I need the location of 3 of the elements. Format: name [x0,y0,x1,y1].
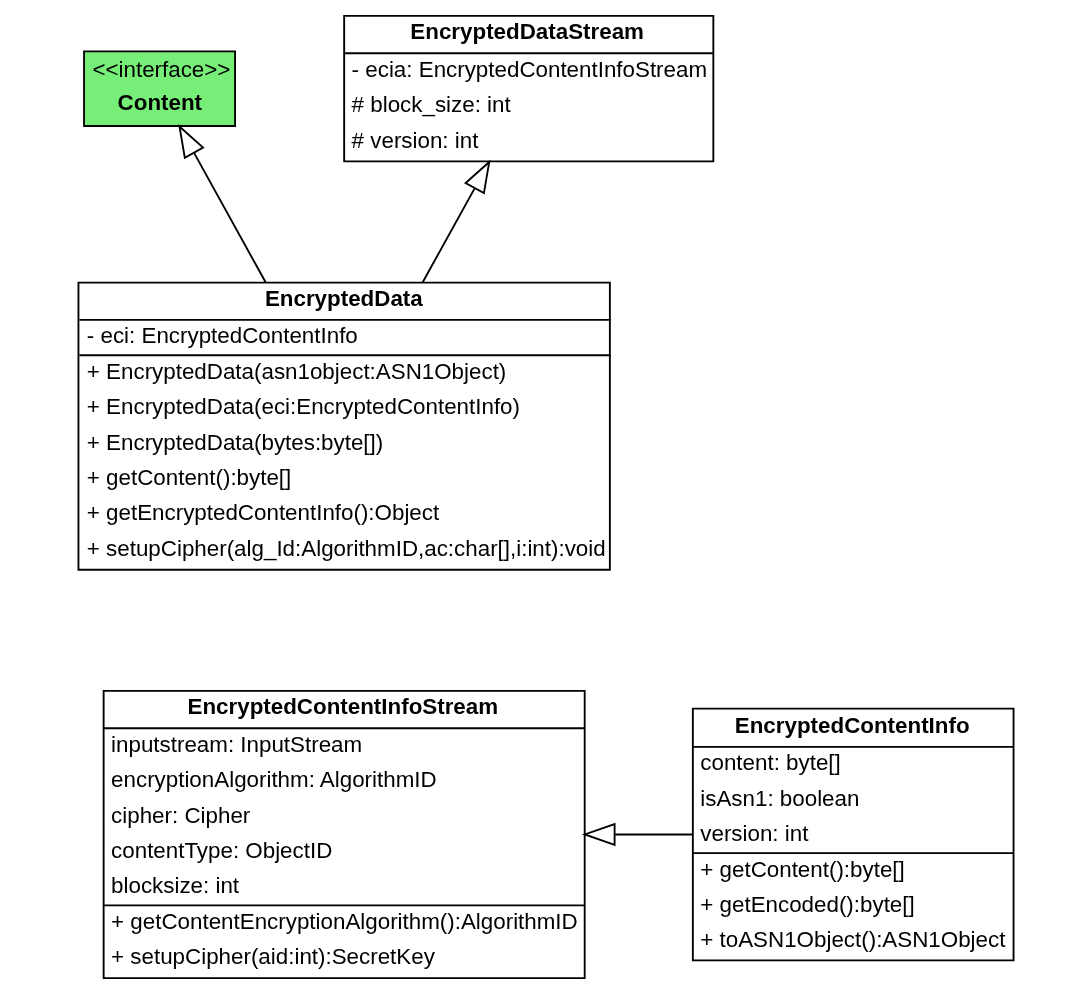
arrow [581,822,694,847]
arrow [421,159,491,284]
arrow [178,124,267,284]
